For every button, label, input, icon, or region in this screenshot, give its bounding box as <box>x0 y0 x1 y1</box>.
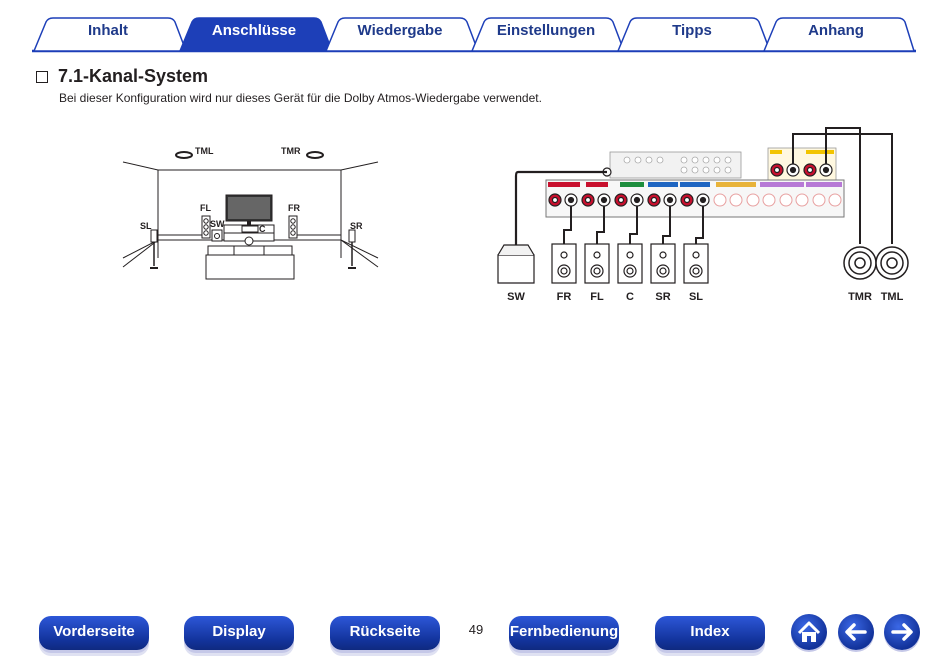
tab-shape-inhalt <box>32 17 188 52</box>
ceiling-speakers <box>843 246 909 280</box>
next-page-button[interactable] <box>884 614 920 650</box>
listener-head-icon <box>244 236 254 246</box>
subwoofer-icon <box>211 229 223 242</box>
tab-einstellungen[interactable]: Einstellungen <box>496 22 596 39</box>
label-tml: TML <box>195 146 214 156</box>
wiring-label-tmr: TMR <box>848 291 872 303</box>
ceiling-speaker-tmr-icon <box>306 151 324 159</box>
label-c: C <box>259 224 266 234</box>
arrow-left-icon <box>845 623 867 641</box>
page-number: 49 <box>468 622 484 637</box>
tab-shape-tipps <box>616 17 772 52</box>
label-sr: SR <box>350 221 363 231</box>
section-heading: 7.1-Kanal-System <box>36 64 208 88</box>
home-button[interactable] <box>791 614 827 650</box>
tab-anhang[interactable]: Anhang <box>808 22 864 39</box>
arrow-right-icon <box>891 623 913 641</box>
wiring-label-fr: FR <box>557 291 572 303</box>
previous-page-button[interactable] <box>838 614 874 650</box>
nav-button-fernbedienung[interactable]: Fernbedienung <box>509 616 619 650</box>
checkbox-square-icon <box>36 71 48 83</box>
tab-bar-shapes <box>32 17 916 53</box>
tab-shape-anschluesse <box>178 17 334 52</box>
nav-button-vorderseite[interactable]: Vorderseite <box>39 616 149 650</box>
nav-button-rueckseite[interactable]: Rückseite <box>330 616 440 650</box>
sofa-icon <box>205 245 295 280</box>
home-icon <box>797 621 821 642</box>
section-description: Bei dieser Konfiguration wird nur dieses… <box>59 91 542 105</box>
wiring-label-sr: SR <box>655 291 670 303</box>
wiring-label-tml: TML <box>881 291 904 303</box>
speaker-fl-icon <box>201 215 211 239</box>
tab-wiedergabe[interactable]: Wiedergabe <box>357 22 443 39</box>
label-sl: SL <box>140 221 152 231</box>
label-fr: FR <box>288 203 300 213</box>
wiring-label-sw: SW <box>507 291 525 303</box>
tab-shape-anhang <box>762 17 916 52</box>
subwoofer-box-icon <box>497 244 535 284</box>
label-tmr: TMR <box>281 146 301 156</box>
label-fl: FL <box>200 203 211 213</box>
wiring-label-c: C <box>626 291 634 303</box>
tab-tipps[interactable]: Tipps <box>672 22 712 39</box>
wiring-diagram: SW FR FL C SR SL TMR TML <box>497 127 909 303</box>
wiring-label-sl: SL <box>689 291 703 303</box>
room-layout-diagram: TML TMR C FL FR SW <box>122 146 379 280</box>
wiring-label-fl: FL <box>590 291 604 303</box>
floor-speakers <box>551 243 709 284</box>
tab-shape-wiedergabe <box>324 17 480 52</box>
nav-button-display[interactable]: Display <box>184 616 294 650</box>
ceiling-speaker-tml-icon <box>175 151 193 159</box>
label-sw: SW <box>210 219 225 229</box>
tab-bar: Inhalt Anschlüsse Wiedergabe Einstellung… <box>0 0 950 56</box>
tab-anschluesse[interactable]: Anschlüsse <box>211 22 297 39</box>
nav-button-index[interactable]: Index <box>655 616 765 650</box>
speaker-sr-icon <box>348 229 356 269</box>
speaker-sl-icon <box>150 229 158 269</box>
receiver-upper-panel <box>609 151 742 179</box>
tab-inhalt[interactable]: Inhalt <box>88 22 128 39</box>
speaker-fr-icon <box>288 215 298 239</box>
page-title: 7.1-Kanal-System <box>58 65 209 86</box>
tv-icon <box>223 194 275 242</box>
tab-shape-einstellungen <box>470 17 626 52</box>
speaker-c-icon <box>241 225 259 233</box>
